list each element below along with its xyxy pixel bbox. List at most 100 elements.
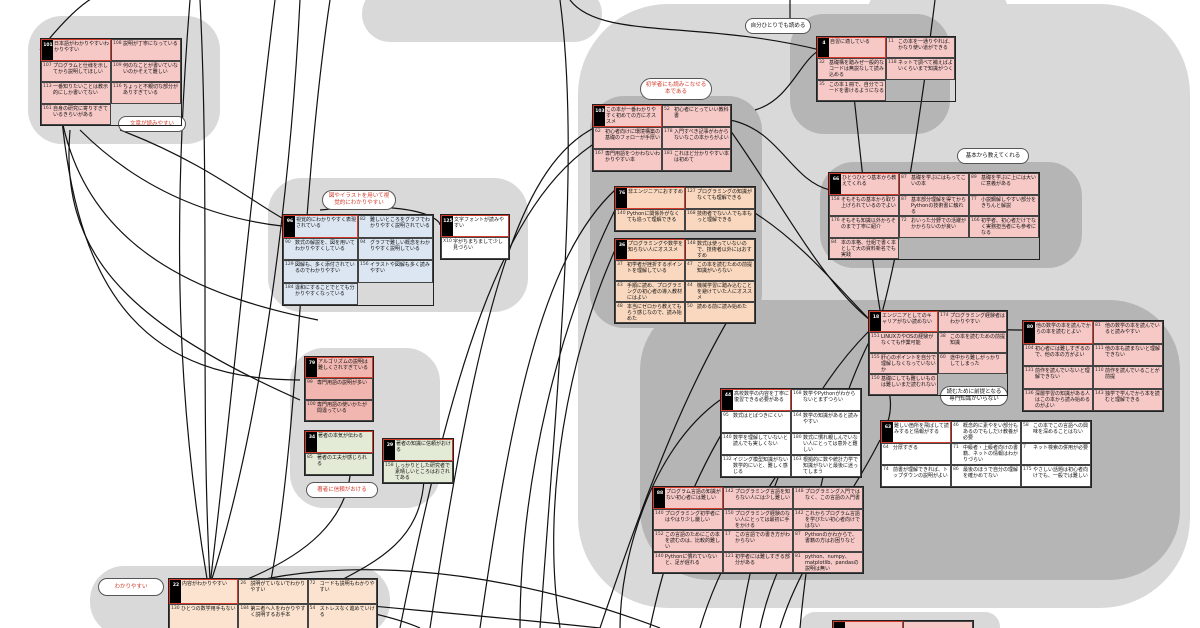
card-number: 150	[725, 510, 734, 516]
card-text: Pythonのかわからで、書籍の方はお困りなど	[805, 532, 857, 544]
card-text: 分厚すぎる	[893, 445, 919, 451]
card-32: 32 基礎構を踏みぜ一般的なコードは無説なして読み込める	[817, 58, 886, 80]
card-text: プログラミングの知識がなくても理解できる	[697, 189, 753, 201]
bubble-trust: 著者に信頼がおける	[306, 482, 378, 498]
card-number: 60	[940, 355, 946, 360]
card-number: 140	[655, 510, 664, 516]
card-text: 基礎構を踏みぜ一般的なコードは無説なして読み込める	[829, 60, 885, 79]
card-number: 64	[883, 445, 889, 450]
card-text: 説明がていないでわかりやすい	[250, 581, 306, 593]
card-number: 161	[43, 105, 52, 111]
card-text: 前作を読んでいないと理解できない	[1035, 368, 1090, 380]
card-text: Pythonに慣れていないと、足が遅れる	[665, 553, 718, 566]
bubble-selfstudy: 自分ひとりでも読める	[745, 18, 811, 34]
card-text: 初学者には難しすぎる部分がある	[735, 553, 790, 566]
card-text: 第三者へ人をわかりやすく説明するお手本	[250, 606, 306, 618]
card-text: コードも説明もわかりやすい	[319, 581, 375, 593]
card-number: 178	[664, 129, 673, 134]
card-number: 140	[723, 435, 732, 440]
card-number: 46	[953, 423, 959, 428]
card-number: 4	[818, 38, 829, 58]
card-text: 基礎にしても難しいものは難しいまだ読むれない	[881, 376, 937, 388]
card-text: 深層学習の知識がある人はこの本から読み始めるのがよい	[1035, 390, 1091, 409]
card-number: 32	[819, 60, 825, 66]
card-number: 81	[795, 553, 801, 559]
card-text: 説明が丁寧になっている	[123, 41, 178, 47]
card-number: 85	[307, 455, 313, 460]
card-text: 他の数学の本を読んでからの本を読むとよい	[1036, 323, 1091, 335]
card-number: 148	[795, 489, 804, 494]
card-number: 127	[687, 189, 696, 194]
card-text: 技術者でない人でも本もっと理解できる	[697, 211, 753, 223]
card-number: 163	[793, 457, 802, 462]
card-number: 113	[43, 84, 52, 89]
card-text: LINUXカやOSの経験がなくても作業可能	[881, 334, 934, 346]
card-number: 44	[722, 390, 733, 410]
card-text: ひとつの数学用手もない	[181, 606, 236, 612]
card-number: 80	[1024, 322, 1035, 343]
card-number: 71	[953, 445, 959, 450]
card-group-partial-bottom	[832, 620, 974, 628]
card-number: 184	[240, 606, 249, 611]
card-number: 34	[306, 432, 317, 452]
card-text: 著者の本気が伝わる	[318, 433, 364, 439]
card-text: この言語での書き方がわからない	[735, 532, 791, 544]
card-text: 視覚的にわかりやすく表現されている	[296, 217, 357, 229]
card-text: 基礎を学ぶにはもってこいの本	[911, 175, 966, 187]
card-text: プログラムと仕様を示してから説明してほしい	[53, 62, 108, 75]
card-text: イジング模型知識がない数学的にいと、難しく感じる	[733, 457, 789, 475]
card-text: エンジニアとしてのキャリアがない読めない	[882, 313, 933, 325]
card-number: 63	[882, 422, 893, 442]
card-text: この本を読むための前提知識がいらない	[697, 262, 753, 274]
card-number: 168	[687, 211, 696, 216]
card-number: 47	[687, 262, 693, 267]
card-text: グラフで難しい概念をわかりやすく説明している	[370, 239, 431, 252]
card-number: 167	[595, 151, 604, 156]
card-text: 入門すべき記事がわからないなこの本からがよい	[674, 129, 729, 141]
card-text: プログラミング言語を知らない人には少し難しい	[735, 489, 791, 501]
card-number: 99	[307, 380, 313, 386]
card-text: この言語のためにこの本を読むのは、比較的難しい	[665, 532, 721, 550]
card-number: 111	[1095, 345, 1104, 351]
card-number: 150	[871, 376, 880, 381]
card-number: 96	[284, 216, 295, 237]
card-text: 小説鋼解しやすい部分をきちんと解説	[981, 196, 1036, 209]
card-text: 自身の研究に寄りすぎているきらいがある	[53, 105, 109, 118]
card-number: 87	[901, 175, 907, 180]
card-number: 36	[616, 240, 627, 259]
bubble-beginner: 初学者にも読みこなせる本である	[640, 78, 712, 100]
